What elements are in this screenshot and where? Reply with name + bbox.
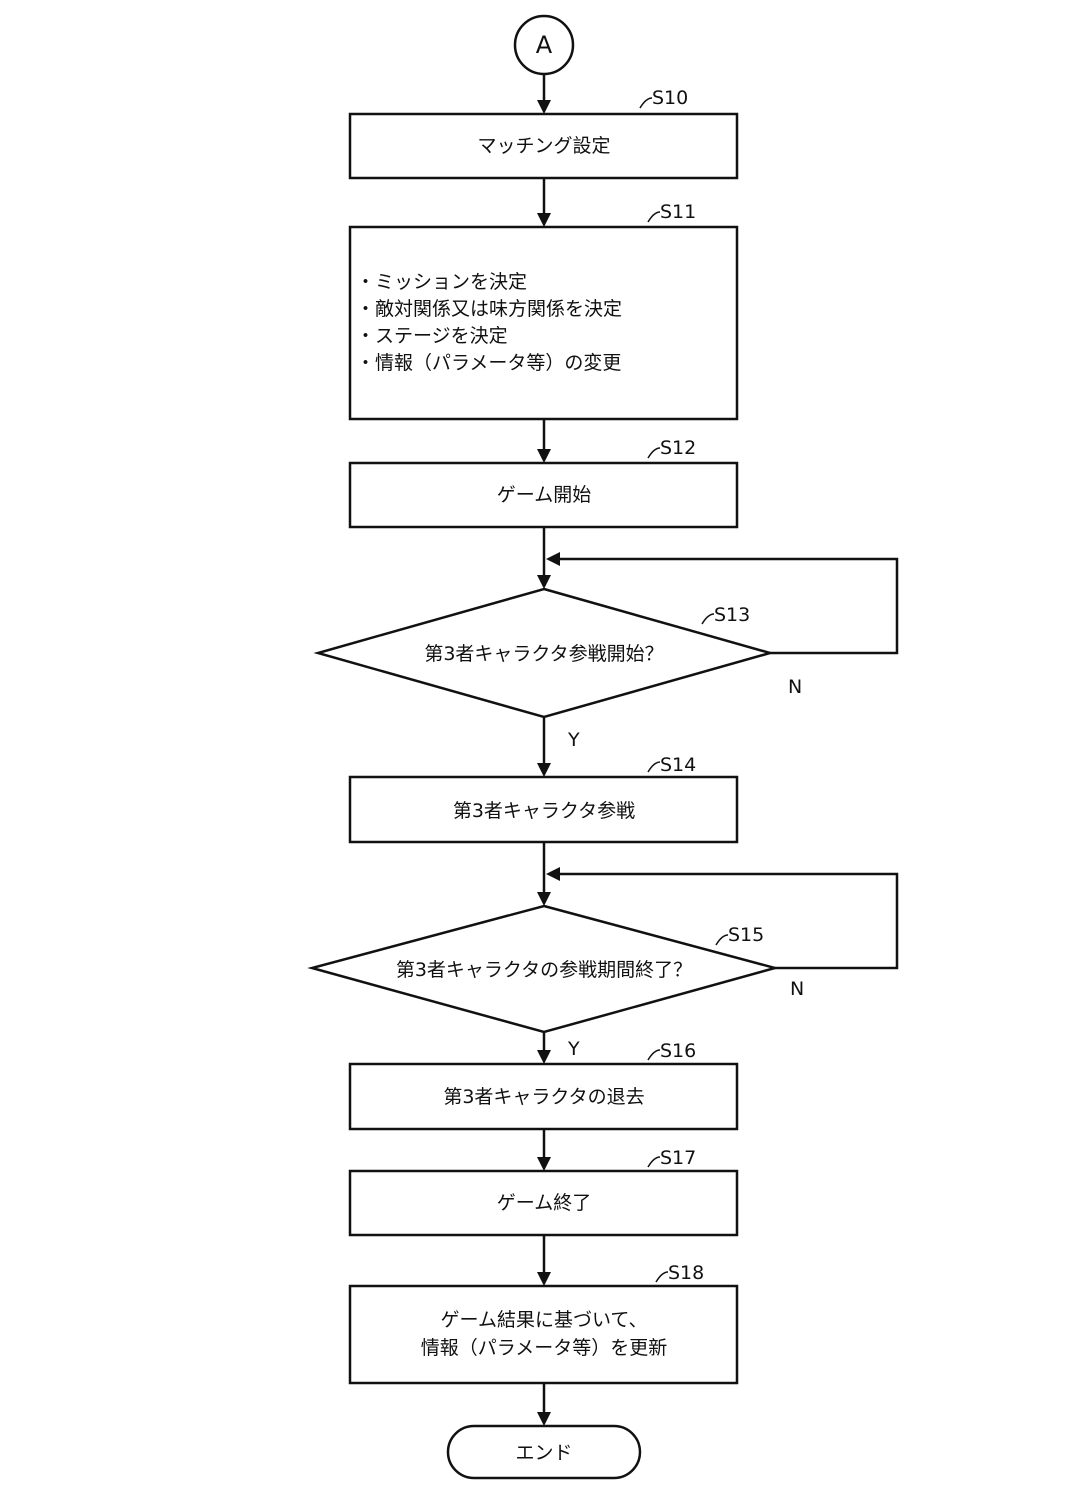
step-id-tick-s13 bbox=[701, 613, 715, 625]
edge-s13-loop-no bbox=[558, 557, 899, 655]
process-s11 bbox=[348, 225, 739, 421]
step-id-tick-s15 bbox=[715, 934, 729, 946]
step-id-tick-s10 bbox=[639, 97, 653, 109]
process-s17 bbox=[348, 1169, 739, 1237]
arrowhead-s17-s18 bbox=[537, 1272, 551, 1286]
arrowhead-a-s10 bbox=[537, 100, 551, 114]
process-s11-line-2: ・敵対関係又は味方関係を決定 bbox=[356, 298, 622, 320]
step-id-tick-s17 bbox=[647, 1156, 661, 1168]
process-s11-line-1: ・ミッションを決定 bbox=[356, 271, 527, 293]
arrowhead-s14-s15 bbox=[537, 892, 551, 906]
arrowhead-s13-s14 bbox=[537, 763, 551, 777]
edge-s15-loop-no bbox=[558, 872, 899, 970]
process-s18-line-1: ゲーム結果に基づいて、 bbox=[441, 1309, 648, 1331]
process-s12 bbox=[348, 461, 739, 529]
arrowhead-s10-s11 bbox=[537, 213, 551, 227]
step-id-tick-s11 bbox=[647, 211, 661, 223]
decision-s13-label: 第3者キャラクタ参戦開始？ bbox=[424, 643, 663, 665]
step-id-tick-s18 bbox=[655, 1271, 669, 1283]
step-id-s17: S17 bbox=[660, 1147, 696, 1169]
process-s10 bbox=[348, 112, 739, 180]
step-id-tick-s16 bbox=[647, 1049, 661, 1061]
arrowhead-s11-s12 bbox=[537, 449, 551, 463]
terminator-end bbox=[446, 1424, 642, 1480]
process-s17-label: ゲーム終了 bbox=[497, 1192, 591, 1214]
arrowhead-s12-s13 bbox=[537, 575, 551, 589]
step-id-tick-s12 bbox=[647, 447, 661, 459]
decision-s13-yes-label: Y bbox=[567, 729, 580, 751]
step-id-s18: S18 bbox=[668, 1262, 704, 1284]
arrowhead-s13-loop bbox=[546, 552, 560, 566]
process-s16-label: 第3者キャラクタの退去 bbox=[443, 1086, 644, 1108]
arrowhead-s18-end bbox=[537, 1412, 551, 1426]
step-id-s11: S11 bbox=[660, 201, 696, 223]
process-s18-line-2: 情報（パラメータ等）を更新 bbox=[421, 1337, 667, 1359]
process-s16 bbox=[348, 1062, 739, 1131]
arrowhead-s16-s17 bbox=[537, 1157, 551, 1171]
process-s11-line-3: ・ステージを決定 bbox=[356, 325, 508, 347]
decision-s13-no-label: N bbox=[788, 676, 802, 698]
step-id-s10: S10 bbox=[652, 87, 688, 109]
process-s18 bbox=[348, 1284, 739, 1385]
step-id-s14: S14 bbox=[660, 754, 696, 776]
decision-s15-label: 第3者キャラクタの参戦期間終了？ bbox=[396, 959, 692, 981]
step-id-s12: S12 bbox=[660, 437, 696, 459]
step-id-tick-s14 bbox=[647, 761, 661, 773]
process-s10-label: マッチング設定 bbox=[477, 135, 610, 157]
decision-s15-yes-label: Y bbox=[567, 1038, 580, 1060]
step-id-s15: S15 bbox=[728, 924, 764, 946]
process-s11-line-4: ・情報（パラメータ等）の変更 bbox=[356, 352, 621, 374]
process-s14-label: 第3者キャラクタ参戦 bbox=[453, 800, 635, 822]
arrowhead-s15-s16 bbox=[537, 1050, 551, 1064]
step-id-s16: S16 bbox=[660, 1040, 696, 1062]
step-id-s13: S13 bbox=[714, 604, 750, 626]
arrowhead-s15-loop bbox=[546, 867, 560, 881]
terminator-end-label: エンド bbox=[515, 1442, 572, 1464]
process-s12-label: ゲーム開始 bbox=[497, 484, 591, 506]
decision-s15-no-label: N bbox=[790, 978, 804, 1000]
connector-a-label: A bbox=[536, 31, 553, 59]
